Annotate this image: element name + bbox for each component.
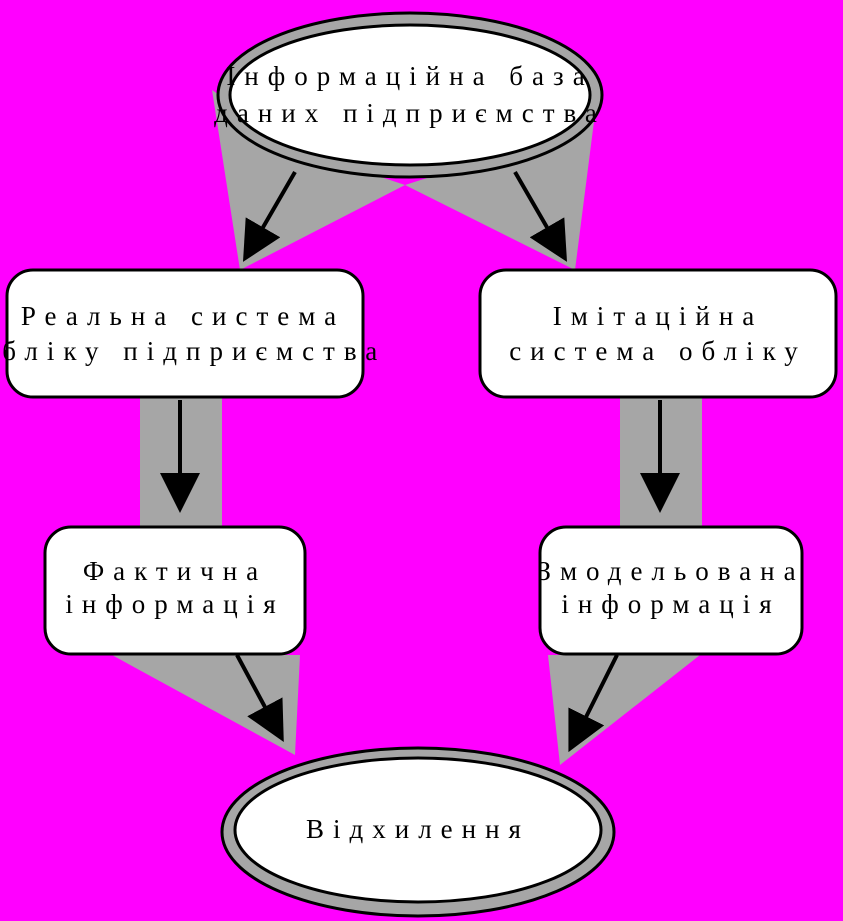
arrow-database-to-imitation — [513, 170, 568, 262]
modeled-info-label-line2: інформація — [561, 589, 780, 619]
imitation-system-label-line1: Імітаційна — [553, 301, 764, 331]
node-imitation-system: Імітаційна система обліку — [478, 268, 838, 399]
real-system-label-line2: обліку підприємства — [0, 336, 386, 366]
band-actual-to-deviation — [112, 655, 300, 755]
node-modeled-info: Змодельована інформація — [537, 525, 804, 656]
deviation-label: Відхилення — [306, 814, 530, 844]
actual-info-label-line2: інформація — [65, 589, 284, 619]
actual-info-label-line1: Фактична — [83, 556, 267, 586]
database-label-line2: даних підприємства — [214, 98, 606, 128]
arrow-actual-to-deviation — [235, 654, 284, 743]
modeled-info-label-line1: Змодельована — [537, 556, 804, 586]
imitation-system-label-line2: система обліку — [509, 336, 807, 366]
node-database: Інформаційна база даних підприємства — [214, 11, 606, 179]
database-label-line1: Інформаційна база — [226, 61, 593, 91]
node-actual-info: Фактична інформація — [43, 525, 307, 656]
node-deviation: Відхилення — [220, 746, 616, 918]
real-system-label-line1: Реальна система — [21, 301, 345, 331]
band-modeled-to-deviation — [548, 655, 700, 765]
arrow-modeled-to-deviation — [568, 654, 619, 753]
arrows — [160, 170, 680, 753]
arrow-database-to-real — [242, 170, 297, 262]
node-real-system: Реальна система обліку підприємства — [0, 268, 386, 399]
